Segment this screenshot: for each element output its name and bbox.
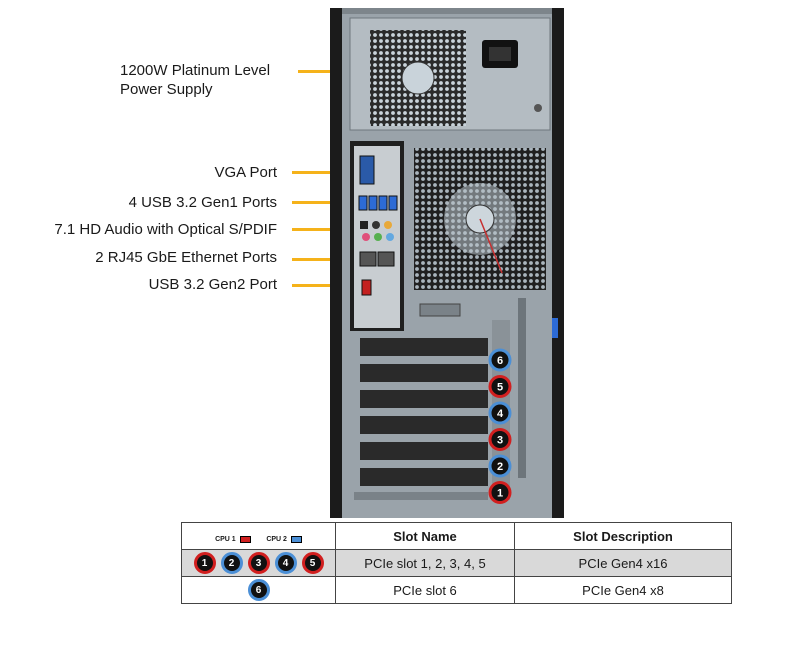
label-vga-port: VGA Port (214, 164, 277, 181)
chassis-slot-badge-number: 2 (497, 461, 503, 473)
chassis-slot-badge-circle (488, 481, 512, 504)
usb-gen2-port (361, 279, 372, 296)
chassis-slot-badge-number: 4 (497, 408, 504, 420)
slot-desc-cell: PCIe Gen4 x8 (514, 576, 732, 604)
cpu-legend-cell: CPU 1 CPU 2 (181, 522, 336, 550)
chassis-slot-badge-circle (488, 401, 512, 425)
audio-jacks (360, 221, 394, 241)
slot-desc-cell: PCIe Gen4 x16 (514, 549, 732, 577)
slot-name-cell: PCIe slot 6 (335, 576, 515, 604)
callout-line-audio (292, 228, 354, 231)
header-slot-description: Slot Description (514, 522, 732, 550)
slot-badge: 6 (247, 579, 270, 601)
chassis-slot-badge-number: 5 (497, 382, 503, 394)
slot-name-cell: PCIe slot 1, 2, 3, 4, 5 (335, 549, 515, 577)
callout-line-vga (292, 171, 354, 174)
chassis-right-rail (552, 8, 564, 518)
cpu1-swatch (239, 535, 251, 543)
slot-badge: 3 (247, 552, 270, 574)
slot-badge: 2 (220, 552, 243, 574)
slot-badges-cell: 6 (181, 576, 336, 604)
chassis-slot-badge-circle (488, 375, 512, 398)
slot-table-header-row: CPU 1 CPU 2 Slot Name Slot Description (181, 522, 732, 550)
usb-gen1-ports (358, 195, 398, 211)
cpu2-legend: CPU 2 (266, 535, 302, 543)
label-usb-gen2: USB 3.2 Gen2 Port (148, 276, 277, 293)
label-power-supply-line1: 1200W Platinum Level (120, 62, 271, 79)
slot-badge: 5 (301, 552, 324, 574)
callout-line-rj45 (292, 258, 354, 261)
header-slot-name: Slot Name (335, 522, 515, 550)
chassis-slot-badge-number: 3 (497, 435, 503, 447)
slot-badge: 1 (193, 552, 216, 574)
cpu2-legend-label: CPU 2 (266, 535, 287, 543)
chassis-slot-badge-circle (488, 454, 512, 478)
label-power-supply: 1200W Platinum Level Power Supply (120, 61, 270, 99)
chassis-slot-badge-number: 1 (497, 488, 503, 500)
rj45-ports (359, 251, 395, 267)
server-chassis-rear: 6 5 4 3 2 1 (330, 8, 564, 518)
label-audio: 7.1 HD Audio with Optical S/PDIF (54, 221, 277, 238)
callout-line-usb-gen2 (292, 284, 354, 287)
chassis-slot-badge-number: 6 (497, 355, 503, 367)
label-rj45: 2 RJ45 GbE Ethernet Ports (95, 249, 277, 266)
slot-badge: 4 (274, 552, 297, 574)
chassis-slot-badge-circle (488, 428, 512, 451)
label-usb-gen1: 4 USB 3.2 Gen1 Ports (128, 194, 277, 211)
chassis-slot-badge-circle (488, 348, 512, 372)
chassis-slot-badges: 6 5 4 3 2 1 (488, 348, 512, 504)
cpu2-swatch (290, 535, 302, 543)
table-row: 6 PCIe slot 6 PCIe Gen4 x8 (181, 576, 732, 604)
cpu1-legend: CPU 1 (215, 535, 251, 543)
expansion-slots (354, 338, 488, 500)
chassis-left-rail (330, 8, 342, 518)
label-power-supply-line2: Power Supply (120, 81, 213, 98)
callout-line-usb-gen1 (292, 201, 354, 204)
badge-row: 6 (182, 579, 335, 601)
vga-connector (359, 155, 375, 185)
cpu1-legend-label: CPU 1 (215, 535, 236, 543)
slot-table: CPU 1 CPU 2 Slot Name Slot Description 1… (181, 522, 732, 604)
